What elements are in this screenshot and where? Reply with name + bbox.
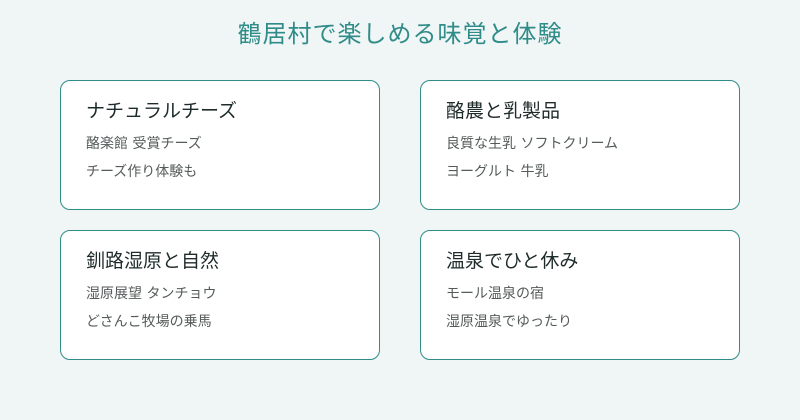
- page-title: 鶴居村で楽しめる味覚と体験: [237, 20, 563, 48]
- card-title: 釧路湿原と自然: [86, 250, 220, 272]
- card-dairy: 酪農と乳製品 良質な生乳 ソフトクリーム ヨーグルト 牛乳: [420, 80, 740, 210]
- card-hot-spring: 温泉でひと休み モール温泉の宿 湿原温泉でゆったり: [420, 230, 740, 360]
- card-kushiro-marsh: 釧路湿原と自然 湿原展望 タンチョウ どさんこ牧場の乗馬: [60, 230, 380, 360]
- card-line: 湿原展望 タンチョウ: [86, 286, 217, 302]
- card-line: モール温泉の宿: [446, 286, 544, 302]
- card-line: チーズ作り体験も: [86, 164, 198, 180]
- card-line: 酪楽館 受賞チーズ: [86, 136, 202, 152]
- card-line: どさんこ牧場の乗馬: [86, 314, 212, 330]
- card-line: 湿原温泉でゆったり: [446, 314, 572, 330]
- card-title: 酪農と乳製品: [446, 100, 561, 122]
- card-line: 良質な生乳 ソフトクリーム: [446, 136, 619, 152]
- card-title: ナチュラルチーズ: [86, 100, 238, 122]
- card-title: 温泉でひと休み: [446, 250, 579, 272]
- card-natural-cheese: ナチュラルチーズ 酪楽館 受賞チーズ チーズ作り体験も: [60, 80, 380, 210]
- card-line: ヨーグルト 牛乳: [446, 164, 549, 180]
